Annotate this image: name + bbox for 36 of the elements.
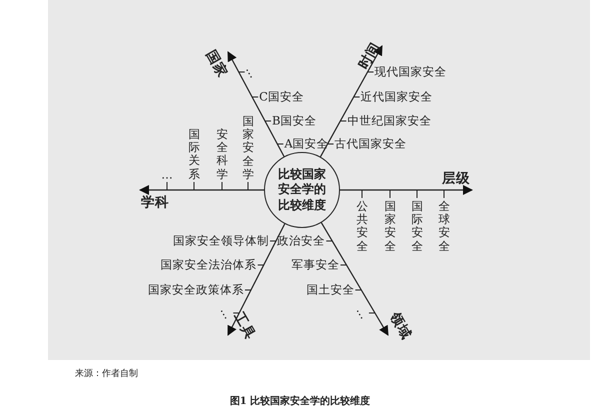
axis-item-label: 国家安全政策体系 — [148, 284, 244, 296]
axis-item-label: 中世纪国家安全 — [347, 114, 432, 128]
circle-text: 比较国家安全学的比较维度 — [277, 166, 327, 214]
figure-caption: 图1 比较国家安全学的比较维度 — [230, 396, 370, 407]
axis-label: 层级 — [442, 172, 470, 186]
axis-arrow — [320, 222, 389, 336]
axis-item-label: 国家安全领导体制 — [172, 234, 269, 248]
axis-arrow — [340, 185, 473, 195]
axis-item-label: 国家安全学 — [242, 114, 254, 181]
axis-item-label: C国安全 — [259, 90, 304, 104]
axis-item-label: A国安全 — [284, 138, 329, 150]
axis-label: 学科 — [141, 196, 169, 210]
source-note: 来源：作者自制 — [75, 370, 138, 380]
axis-item-label: B国安全 — [272, 114, 316, 128]
axis-item-label: 近代国家安全 — [360, 90, 433, 104]
axis-item-label: 公共安全 — [356, 200, 368, 253]
axis-item-label: 安全科学 — [216, 128, 228, 181]
axis-arrow — [227, 51, 285, 157]
axis-item-label: 国家安全 — [384, 200, 396, 253]
axis-label: 国家 — [202, 48, 230, 80]
axis-item-label: 军事安全 — [291, 258, 340, 272]
axis-item-label: … — [354, 304, 371, 322]
axis-item-label: 国土安全 — [306, 284, 354, 296]
axis-arrow — [227, 224, 286, 336]
axis-item-label: 现代国家安全 — [374, 66, 447, 78]
axis-item-label: … — [243, 64, 260, 80]
axis-arrow — [320, 45, 383, 158]
axis-item-label: 国际安全 — [411, 200, 423, 253]
axis-item-label: 政治安全 — [277, 234, 326, 248]
axis-item-label: 古代国家安全 — [334, 138, 407, 150]
axis-item-label: 全球安全 — [438, 200, 450, 253]
axis-item-label: 国际关系 — [188, 128, 200, 181]
axis-arrow — [139, 185, 264, 195]
axis-item-label: 国家安全法治体系 — [160, 258, 257, 272]
axis-item-label: … — [161, 168, 173, 181]
axis-label: 领域 — [386, 310, 414, 342]
